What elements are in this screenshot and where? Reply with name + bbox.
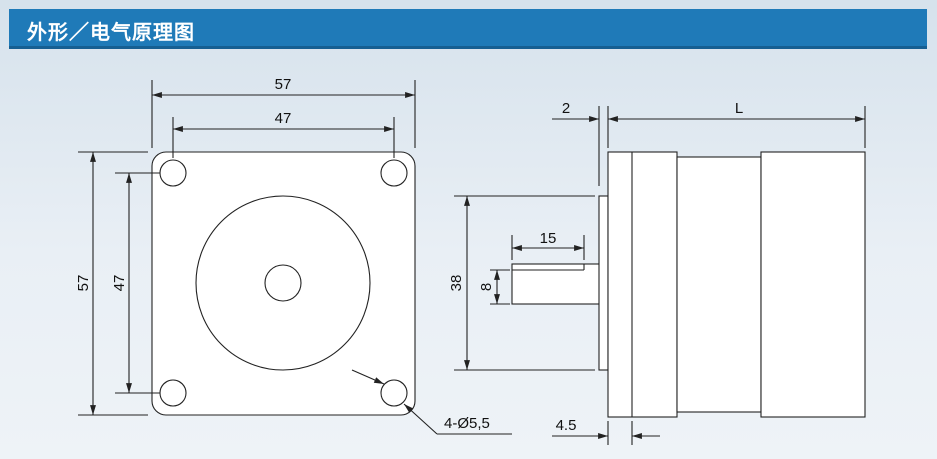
dim-overall-height: 57 xyxy=(75,275,92,292)
dim-pilot: 38 xyxy=(448,275,465,292)
dim-length: L xyxy=(735,100,743,117)
mounting-hole xyxy=(380,379,408,407)
dim-hole-spacing-width: 47 xyxy=(275,110,292,127)
dim-shaft-dia: 8 xyxy=(478,283,495,291)
hole-leader-arrow xyxy=(351,369,385,385)
hole-leader-arrow xyxy=(403,403,438,435)
front-view xyxy=(78,80,512,435)
section-header: 外形／电气原理图 xyxy=(9,9,927,49)
pilot-boss xyxy=(598,195,609,371)
dim-flange-thickness: 4.5 xyxy=(556,417,577,434)
shaft-circle xyxy=(264,264,302,302)
dim-hole-spacing-height: 47 xyxy=(111,275,128,292)
mounting-hole xyxy=(380,159,408,187)
flange xyxy=(607,151,678,418)
section-title: 外形／电气原理图 xyxy=(27,20,195,44)
hole-note: 4-Ø5,5 xyxy=(444,415,490,432)
dim-shaft-length: 15 xyxy=(540,230,557,247)
dim-flange: 2 xyxy=(562,100,570,117)
end-cap xyxy=(760,151,866,418)
side-view xyxy=(454,106,866,445)
shaft xyxy=(511,263,601,305)
dim-overall-width: 57 xyxy=(275,76,292,93)
motor-body xyxy=(676,156,762,413)
